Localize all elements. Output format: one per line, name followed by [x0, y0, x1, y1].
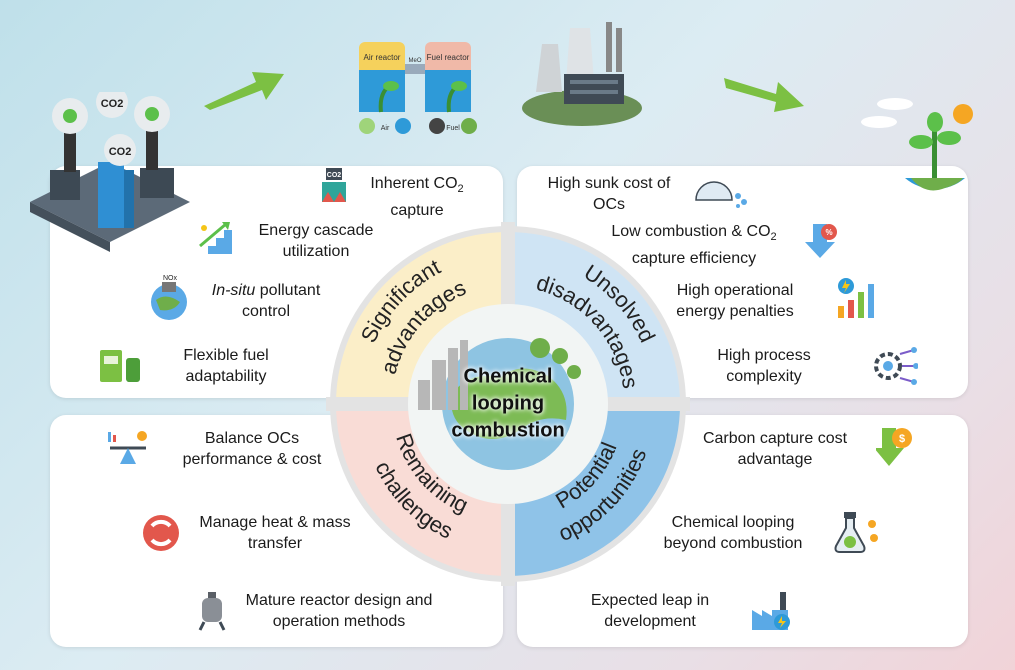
energy-chart-icon — [838, 278, 874, 318]
arrow-right-icon-2 — [724, 78, 804, 112]
arrow-right-icon — [204, 72, 284, 110]
power-plant-icon — [522, 22, 642, 126]
svg-text:Fuel: Fuel — [446, 125, 460, 132]
center-title: Chemical looping combustion — [451, 365, 565, 442]
svg-text:Air reactor: Air reactor — [364, 53, 401, 62]
heat-transfer-icon — [143, 515, 179, 551]
svg-text:CO2: CO2 — [101, 98, 124, 110]
fuel-tank-icon — [100, 350, 140, 382]
co2-factory-icon: CO2 — [322, 168, 346, 202]
balance-scale-icon — [108, 431, 147, 464]
svg-text:MeO: MeO — [408, 58, 421, 64]
polluting-factory-icon: CO2 CO2 — [30, 92, 190, 252]
reactor-system-icon: Air reactor Fuel reactor MeO Air Fuel — [359, 42, 477, 134]
reactor-vessel-icon — [198, 592, 226, 631]
svg-text:Air: Air — [381, 125, 390, 132]
factory-growth-icon — [752, 592, 790, 630]
chemistry-flask-icon — [834, 512, 878, 553]
cost-down-icon: $ — [876, 428, 912, 466]
svg-text:$: $ — [899, 433, 905, 445]
svg-text:CO2: CO2 — [327, 172, 342, 179]
process-gear-icon — [874, 347, 918, 385]
advantage-pollutant-control: In-situ pollutant control — [211, 282, 321, 320]
disadvantage-low-efficiency: Low combustion & CO2 capture efficiency — [611, 223, 777, 268]
advantage-co2-capture: Inherent CO2 capture — [370, 175, 464, 220]
svg-text:CO2: CO2 — [109, 146, 132, 158]
efficiency-down-icon: % — [805, 224, 837, 258]
green-earth-icon — [861, 98, 973, 191]
pollution-control-icon: NOx — [151, 275, 187, 320]
oxygen-carrier-icon — [695, 181, 747, 208]
energy-stairs-icon — [199, 222, 232, 254]
svg-text:%: % — [825, 228, 832, 237]
svg-text:Fuel reactor: Fuel reactor — [427, 53, 470, 62]
svg-text:NOx: NOx — [163, 275, 178, 282]
